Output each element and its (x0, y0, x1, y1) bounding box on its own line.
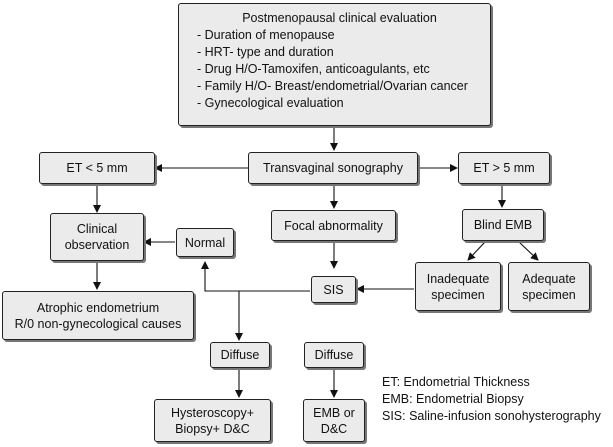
emb-or-dc-line: EMB or (313, 405, 355, 420)
inadequate-specimen-box: Inadequate specimen (415, 262, 501, 311)
clinical-observation-line: observation (64, 238, 130, 252)
emb-or-dc-line: D&C (320, 421, 348, 436)
adequate-specimen-line: specimen (522, 287, 576, 302)
sis-label: SIS (323, 282, 344, 297)
et-high-box: ET > 5 mm (458, 152, 550, 184)
atrophic-endometrium-line: Atrophic endometrium (36, 300, 160, 315)
legend-entry: EMB: Endometrial Biopsy (382, 392, 524, 406)
transvaginal-sonography-label: Transvaginal sonography (263, 161, 403, 175)
legend-entry: ET: Endometrial Thickness (382, 375, 530, 389)
et-low-box: ET < 5 mm (39, 152, 155, 184)
adequate-specimen-box: Adequate specimen (508, 262, 590, 311)
clinical-observation-line: Clinical (76, 222, 118, 236)
arrow-blind-emb-to-adequate (518, 241, 539, 261)
diffuse-left-label: Diffuse (220, 348, 260, 362)
clinical-evaluation-list: Duration of menopause HRT- type and dura… (197, 27, 468, 112)
atrophic-endometrium-line: R/0 non-gynecological causes (14, 316, 182, 331)
inadequate-specimen-line: specimen (431, 287, 485, 302)
evaluation-item: Family H/O- Breast/endometrial/Ovarian c… (197, 78, 468, 95)
blind-emb-label: Blind EMB (473, 218, 533, 232)
blind-emb-box: Blind EMB (462, 209, 544, 241)
arrow-blind-emb-to-inadequate (467, 241, 486, 261)
et-low-label: ET < 5 mm (66, 161, 128, 175)
evaluation-item: HRT- type and duration (197, 44, 468, 61)
atrophic-endometrium-box: Atrophic endometrium R/0 non-gynecologic… (2, 291, 194, 340)
sis-box: SIS (311, 276, 356, 303)
evaluation-item: Gynecological evaluation (197, 95, 468, 112)
evaluation-item: Drug H/O-Tamoxifen, anticoagulants, etc (197, 61, 468, 78)
legend-entry: SIS: Saline-infusion sonohysterography (382, 409, 601, 423)
transvaginal-sonography-box: Transvaginal sonography (248, 152, 418, 184)
diffuse-right-label: Diffuse (314, 348, 354, 362)
hysteroscopy-line: Hysteroscopy+ (170, 405, 255, 420)
adequate-specimen-line: Adequate (522, 271, 576, 286)
et-high-label: ET > 5 mm (473, 161, 535, 175)
clinical-evaluation-box: Postmenopausal clinical evaluation Durat… (178, 3, 491, 126)
emb-or-dc-box: EMB or D&C (303, 399, 365, 442)
hysteroscopy-line: Biopsy+ D&C (175, 421, 250, 436)
arrow-sis-to-normal (201, 261, 310, 292)
clinical-evaluation-title: Postmenopausal clinical evaluation (242, 11, 437, 25)
focal-abnormality-box: Focal abnormality (271, 210, 396, 241)
hysteroscopy-box: Hysteroscopy+ Biopsy+ D&C (154, 399, 271, 442)
inadequate-specimen-line: Inadequate (426, 271, 490, 286)
evaluation-item: Duration of menopause (197, 27, 468, 44)
abbreviation-legend: ET: Endometrial Thickness EMB: Endometri… (382, 374, 601, 425)
normal-box: Normal (176, 228, 234, 257)
normal-label: Normal (184, 235, 226, 250)
focal-abnormality-label: Focal abnormality (284, 218, 383, 233)
diffuse-right-box: Diffuse (304, 342, 364, 368)
diffuse-left-box: Diffuse (210, 342, 270, 368)
clinical-observation-box: Clinical observation (50, 213, 144, 261)
